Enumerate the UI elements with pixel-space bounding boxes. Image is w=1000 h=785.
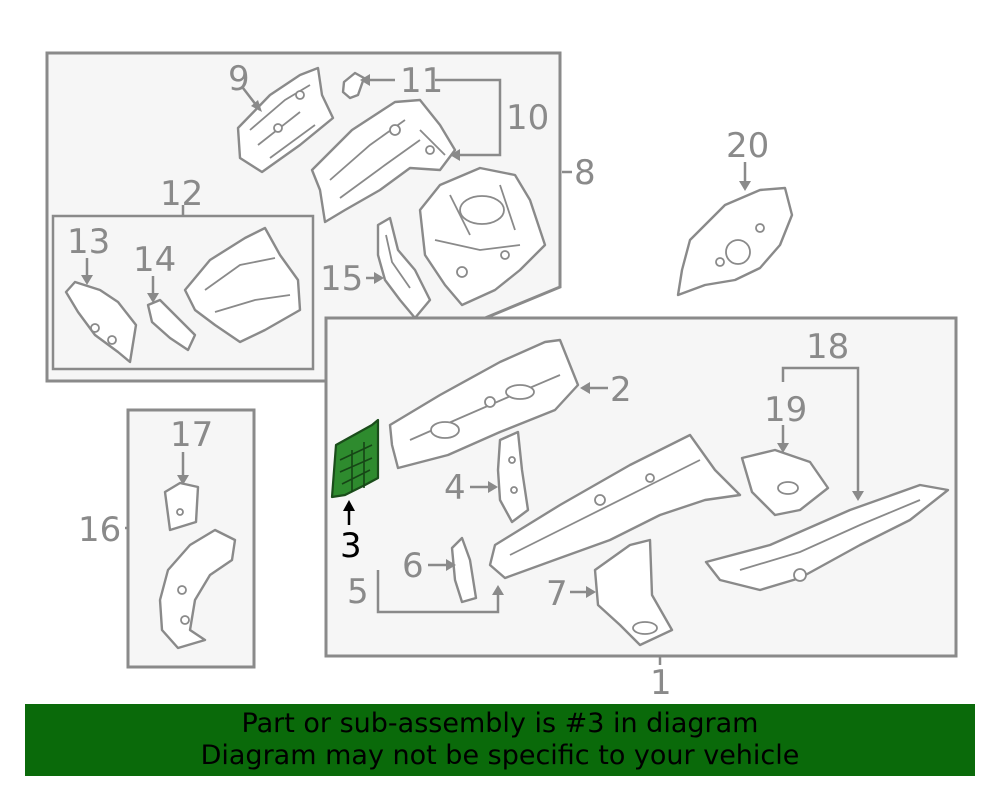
callout-2[interactable]: 2 bbox=[610, 370, 632, 410]
callout-10[interactable]: 10 bbox=[506, 98, 549, 138]
callout-11[interactable]: 11 bbox=[400, 61, 443, 101]
part-6-drawing[interactable] bbox=[450, 536, 478, 604]
callout-18[interactable]: 18 bbox=[806, 327, 849, 367]
part-15-drawing[interactable] bbox=[376, 216, 432, 320]
callout-7[interactable]: 7 bbox=[546, 574, 568, 614]
part-3-drawing[interactable] bbox=[330, 418, 380, 499]
arrowheads bbox=[81, 74, 864, 598]
callout-6[interactable]: 6 bbox=[402, 546, 424, 586]
part-20-drawing[interactable] bbox=[676, 186, 794, 297]
part-16-drawing[interactable] bbox=[158, 528, 237, 650]
callout-17[interactable]: 17 bbox=[170, 415, 213, 455]
callout-8[interactable]: 8 bbox=[574, 153, 596, 193]
part-10-drawing[interactable] bbox=[310, 98, 457, 224]
banner-line-1: Part or sub-assembly is #3 in diagram bbox=[241, 708, 759, 739]
part-11-drawing[interactable] bbox=[341, 71, 366, 100]
callout-14[interactable]: 14 bbox=[133, 240, 176, 280]
callout-19[interactable]: 19 bbox=[764, 390, 807, 430]
callout-20[interactable]: 20 bbox=[726, 126, 769, 166]
part-13-drawing[interactable] bbox=[64, 280, 138, 364]
info-banner: Part or sub-assembly is #3 in diagram Di… bbox=[25, 704, 975, 776]
banner-line-2: Diagram may not be specific to your vehi… bbox=[200, 740, 800, 771]
callout-1[interactable]: 1 bbox=[650, 663, 672, 703]
callout-16[interactable]: 16 bbox=[78, 510, 121, 550]
part-17-drawing[interactable] bbox=[163, 481, 200, 532]
part-12-drawing[interactable] bbox=[183, 226, 302, 344]
part-14-drawing[interactable] bbox=[146, 298, 197, 352]
callout-9[interactable]: 9 bbox=[228, 59, 250, 99]
part-18-drawing[interactable] bbox=[704, 483, 950, 592]
part-8-drawing[interactable] bbox=[418, 166, 547, 307]
part-19-drawing[interactable] bbox=[740, 448, 830, 517]
callout-4[interactable]: 4 bbox=[444, 468, 466, 508]
callout-12[interactable]: 12 bbox=[160, 174, 203, 214]
callout-15[interactable]: 15 bbox=[320, 259, 363, 299]
callout-3[interactable]: 3 bbox=[340, 526, 362, 566]
part-7-drawing[interactable] bbox=[593, 538, 674, 647]
part-4-drawing[interactable] bbox=[496, 430, 530, 524]
callout-5[interactable]: 5 bbox=[347, 572, 369, 612]
part-9-drawing[interactable] bbox=[236, 66, 335, 174]
part-5-drawing[interactable] bbox=[488, 433, 742, 580]
callout-13[interactable]: 13 bbox=[67, 222, 110, 262]
part-2-drawing[interactable] bbox=[388, 338, 580, 470]
